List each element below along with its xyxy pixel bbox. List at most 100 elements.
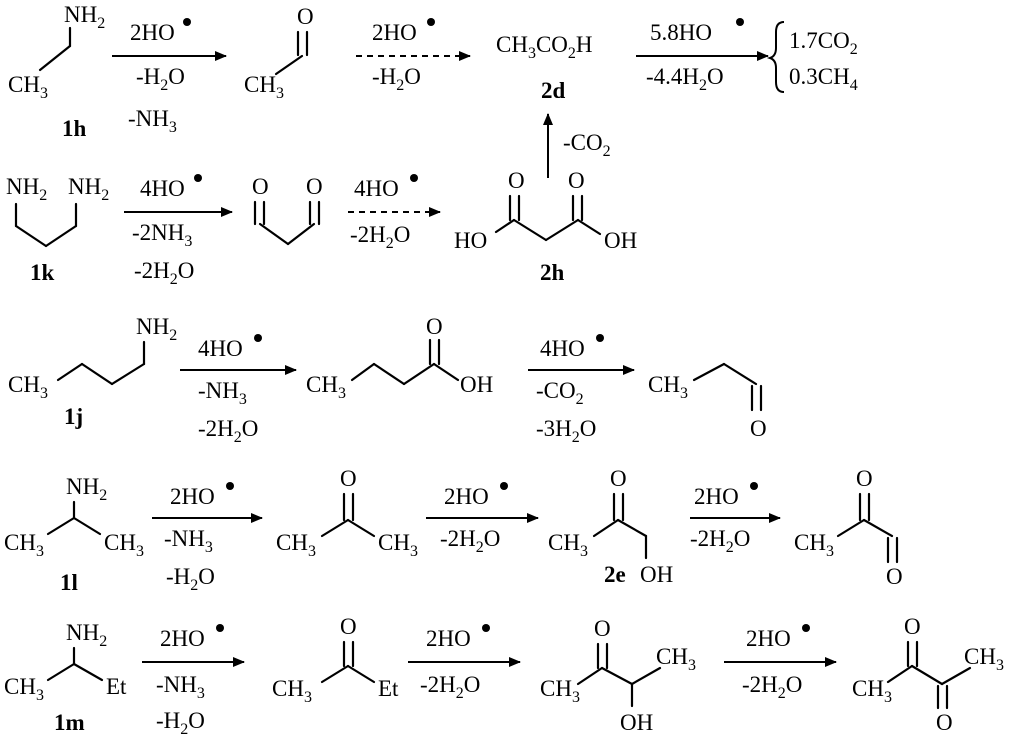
- butanedione: O CH3 CH3 O: [852, 614, 1004, 735]
- svg-text:4HO: 4HO: [198, 336, 243, 361]
- methyl-group: CH3: [8, 72, 48, 102]
- svg-text:O: O: [936, 710, 953, 735]
- svg-text:-2H2O: -2H2O: [690, 526, 750, 556]
- svg-text:OH: OH: [460, 372, 493, 397]
- svg-text:-H2O: -H2O: [372, 64, 421, 94]
- label-1m: 1m: [54, 710, 85, 735]
- svg-text:-2H2O: -2H2O: [198, 416, 258, 446]
- svg-text:-CO2: -CO2: [563, 130, 611, 160]
- svg-text:-H2O: -H2O: [156, 708, 205, 738]
- svg-text:OH: OH: [620, 710, 653, 735]
- arrow-r5-a: 2HO -NH3 -H2O: [142, 624, 245, 738]
- arrow-r4-c: 2HO -2H2O: [690, 482, 781, 556]
- svg-text:O: O: [340, 614, 357, 639]
- svg-text:-2H2O: -2H2O: [440, 526, 500, 556]
- svg-text:O: O: [904, 614, 921, 639]
- label-2d: 2d: [541, 78, 566, 103]
- svg-text:2HO: 2HO: [130, 20, 175, 45]
- svg-text:CH3: CH3: [964, 644, 1004, 674]
- svg-text:O: O: [886, 564, 903, 589]
- svg-text:CH3: CH3: [4, 530, 44, 560]
- arrow-r3-a: 4HO -NH3 -2H2O: [180, 334, 297, 446]
- svg-text:-4.4H2O: -4.4H2O: [646, 64, 724, 94]
- svg-text:CH3: CH3: [272, 676, 312, 706]
- svg-text:Et: Et: [106, 674, 127, 699]
- svg-text:NH2: NH2: [136, 314, 177, 344]
- svg-text:2HO: 2HO: [746, 626, 791, 651]
- svg-text:-H2O: -H2O: [166, 564, 215, 594]
- svg-text:NH2: NH2: [6, 174, 47, 204]
- compound-1j: NH2 CH3 1j: [8, 314, 177, 429]
- svg-text:O: O: [568, 168, 585, 193]
- final-products: 1.7CO2 0.3CH4: [766, 21, 858, 94]
- svg-text:0.3CH4: 0.3CH4: [789, 64, 858, 94]
- svg-text:2HO: 2HO: [170, 484, 215, 509]
- svg-text:O: O: [594, 616, 611, 641]
- svg-text:CH3: CH3: [794, 530, 834, 560]
- svg-text:CH3: CH3: [244, 72, 284, 102]
- malonic-acid-2h: O O HO OH 2h: [454, 168, 637, 285]
- svg-text:2HO: 2HO: [444, 484, 489, 509]
- svg-text:-CO2: -CO2: [536, 378, 584, 408]
- svg-text:O: O: [750, 416, 767, 441]
- svg-text:-2H2O: -2H2O: [350, 222, 410, 252]
- svg-text:-2H2O: -2H2O: [420, 672, 480, 702]
- svg-text:O: O: [856, 466, 873, 491]
- svg-text:1.7CO2: 1.7CO2: [789, 28, 858, 58]
- svg-text:Et: Et: [378, 676, 399, 701]
- label-1l: 1l: [60, 570, 78, 595]
- arrow-r1-a: 2HO -H2O -NH3: [112, 18, 227, 136]
- label-2e: 2e: [604, 562, 626, 587]
- butanone: O CH3 Et: [272, 614, 399, 706]
- svg-text:CH3: CH3: [104, 530, 144, 560]
- svg-text:CH3: CH3: [8, 372, 48, 402]
- malondialdehyde: O O: [252, 174, 323, 246]
- svg-text:5.8HO: 5.8HO: [650, 20, 712, 45]
- compound-1l: NH2 CH3 CH3 1l: [4, 474, 144, 595]
- label-2h: 2h: [540, 260, 565, 285]
- svg-text:2HO: 2HO: [426, 626, 471, 651]
- svg-text:-NH3: -NH3: [156, 672, 205, 702]
- arrow-r2-a: 4HO -2NH3 -2H2O: [124, 174, 233, 288]
- svg-text:NH2: NH2: [66, 620, 107, 650]
- propanal: CH3 O: [648, 362, 767, 441]
- svg-text:O: O: [508, 168, 525, 193]
- svg-text:O: O: [426, 314, 443, 339]
- svg-text:-3H2O: -3H2O: [536, 416, 596, 446]
- svg-text:OH: OH: [640, 562, 673, 587]
- svg-text:CH3: CH3: [648, 372, 688, 402]
- svg-text:2HO: 2HO: [694, 484, 739, 509]
- svg-text:-H2O: -H2O: [136, 64, 185, 94]
- svg-text:OH: OH: [604, 228, 637, 253]
- svg-text:2HO: 2HO: [160, 626, 205, 651]
- svg-text:CH3: CH3: [378, 530, 418, 560]
- arrow-r4-b: 2HO -2H2O: [426, 482, 539, 556]
- arrow-r5-b: 2HO -2H2O: [408, 624, 521, 702]
- svg-text:-NH3: -NH3: [128, 106, 177, 136]
- acetone: O CH3 CH3: [276, 466, 418, 560]
- methylglyoxal: O CH3 O: [794, 466, 903, 589]
- arrow-r5-c: 2HO -2H2O: [724, 624, 837, 702]
- label-1k: 1k: [30, 260, 55, 285]
- compound-1m: NH2 CH3 Et 1m: [4, 620, 127, 735]
- svg-text:NH2: NH2: [66, 474, 107, 504]
- svg-text:O: O: [252, 174, 269, 199]
- svg-text:4HO: 4HO: [540, 336, 585, 361]
- svg-text:4HO: 4HO: [354, 176, 399, 201]
- svg-text:CH3CO2H: CH3CO2H: [496, 32, 593, 62]
- svg-text:O: O: [610, 466, 627, 491]
- svg-text:CH3: CH3: [540, 676, 580, 706]
- acetic-acid-2d: CH3CO2H 2d: [496, 32, 593, 103]
- svg-text:CH3: CH3: [548, 530, 588, 560]
- label-1j: 1j: [64, 404, 83, 429]
- svg-text:CH3: CH3: [276, 530, 316, 560]
- svg-text:-2H2O: -2H2O: [742, 672, 802, 702]
- acetoin: O CH3 CH3 OH: [540, 616, 696, 735]
- svg-text:CH3: CH3: [852, 676, 892, 706]
- svg-text:HO: HO: [454, 228, 487, 253]
- arrow-r2-b: 4HO -2H2O: [348, 174, 441, 252]
- svg-text:4HO: 4HO: [140, 176, 185, 201]
- arrow-r1-c: 5.8HO -4.4H2O: [636, 18, 769, 94]
- arrow-r1-b: 2HO -H2O: [356, 18, 471, 94]
